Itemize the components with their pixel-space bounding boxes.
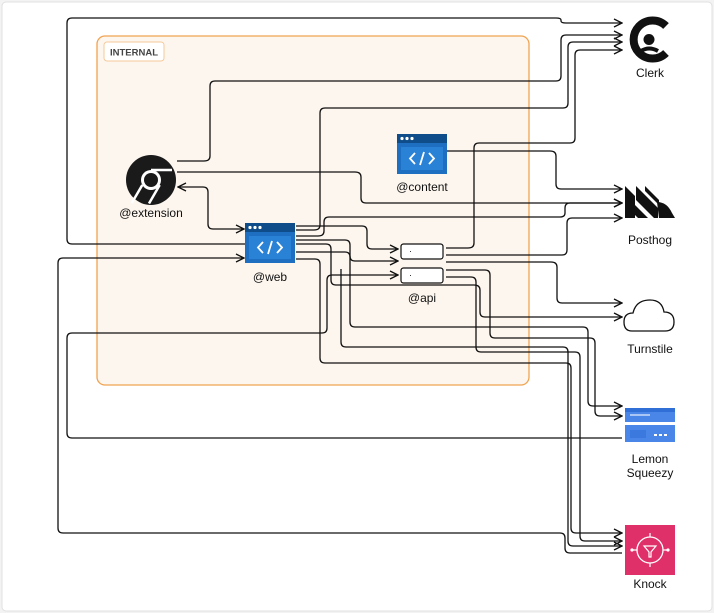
- lemon-label-line1: Lemon: [632, 452, 669, 466]
- posthog-icon: [625, 186, 675, 218]
- turnstile-label: Turnstile: [627, 342, 673, 356]
- knock-label: Knock: [633, 577, 667, 591]
- api-label: @api: [408, 291, 436, 305]
- internal-group-label: INTERNAL: [110, 48, 158, 59]
- knock-icon: [625, 525, 675, 575]
- clerk-node[interactable]: Clerk: [629, 16, 669, 80]
- api-node[interactable]: · · @api: [400, 243, 444, 305]
- connections: [57, 17, 622, 554]
- credit-card-icon: [625, 408, 675, 442]
- lemon-label-line2: Squeezy: [627, 466, 674, 480]
- knock-node[interactable]: Knock: [625, 525, 675, 591]
- content-label: @content: [396, 180, 448, 194]
- web-label: @web: [253, 270, 288, 284]
- posthog-node[interactable]: Posthog: [625, 186, 675, 247]
- api-dot-upper: ·: [409, 246, 412, 256]
- turnstile-node[interactable]: Turnstile: [623, 299, 675, 356]
- content-node[interactable]: @content: [396, 134, 448, 194]
- clerk-label: Clerk: [636, 66, 665, 80]
- browser-code-icon: [397, 134, 447, 174]
- posthog-label: Posthog: [628, 233, 672, 247]
- web-node[interactable]: @web: [245, 223, 295, 284]
- server-icon: [400, 243, 444, 284]
- chrome-icon: [126, 155, 176, 205]
- api-dot-lower: ·: [409, 270, 412, 280]
- extension-label: @extension: [119, 206, 183, 220]
- clerk-icon: [629, 16, 669, 63]
- lemon-squeezy-node[interactable]: Lemon Squeezy: [625, 408, 675, 480]
- extension-node[interactable]: @extension: [119, 155, 183, 220]
- internal-group-badge: [103, 41, 165, 62]
- internal-group[interactable]: [96, 35, 530, 386]
- cloud-icon: [623, 299, 675, 332]
- browser-code-icon: [245, 223, 295, 263]
